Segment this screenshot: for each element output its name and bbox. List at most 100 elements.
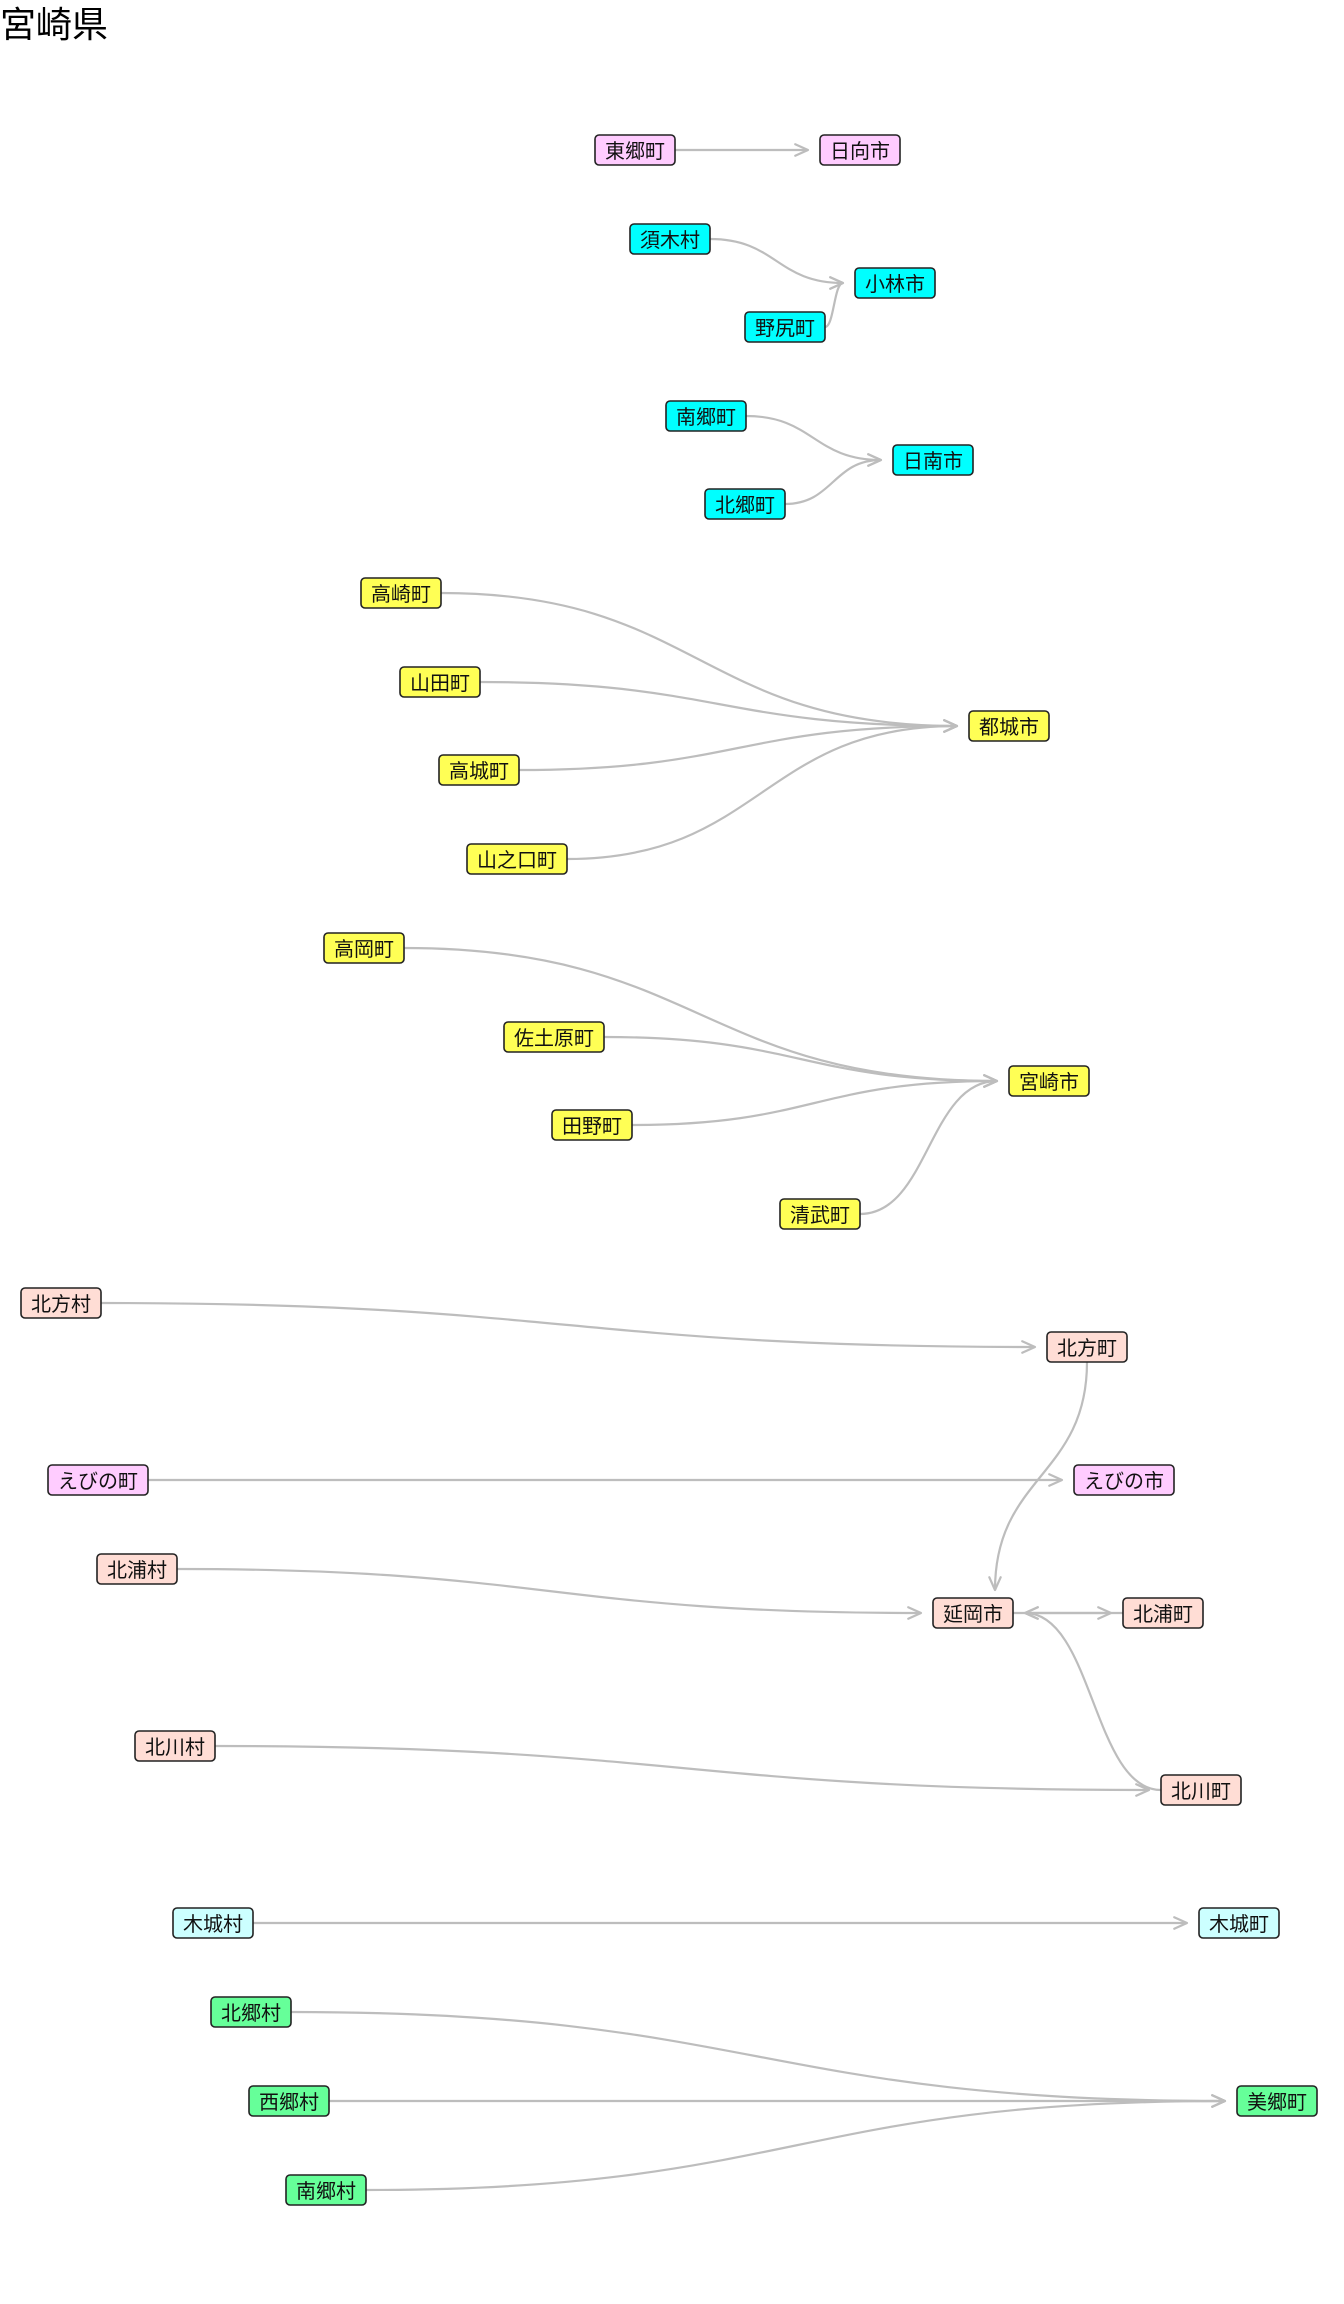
arrowhead [983, 1074, 999, 1088]
node-box [323, 932, 405, 964]
node-box [285, 2174, 367, 2206]
node-box [172, 1907, 254, 1939]
node-nango_v: 南郷村 [285, 2174, 367, 2206]
node-nojiri: 野尻町 [744, 311, 826, 343]
node-label: 木城町 [1209, 1912, 1269, 1936]
arrowhead [1048, 1473, 1064, 1487]
node-box [704, 488, 786, 520]
edge-kitagawa_t-to-nobeoka [1023, 1606, 1162, 1792]
node-takazaki: 高崎町 [360, 577, 442, 609]
node-box [1198, 1907, 1280, 1939]
node-box [892, 444, 974, 476]
edge-takajo-to-miyakonojo [518, 719, 959, 772]
arrowhead [988, 1576, 1002, 1592]
edge-kiyotake-to-miyazaki [859, 1074, 999, 1216]
edge-nojiri-to-kobayashi [824, 276, 845, 329]
arrowhead [1023, 1606, 1039, 1620]
edge-kitakata_t-to-nobeoka [988, 1361, 1089, 1592]
node-label: 都城市 [979, 715, 1039, 739]
node-box [1046, 1331, 1128, 1363]
node-kitago: 北郷町 [704, 488, 786, 520]
node-box [744, 311, 826, 343]
node-box [1160, 1774, 1242, 1806]
node-kitagawa_v: 北川村 [134, 1730, 216, 1762]
edge-kitakata_v-to-kitakata_t [100, 1301, 1037, 1354]
node-kitagawa_t: 北川町 [1160, 1774, 1242, 1806]
edge-ebino_t-to-ebino_c [147, 1473, 1064, 1487]
node-label: 南郷町 [676, 405, 736, 429]
node-saigo_v: 西郷村 [248, 2085, 330, 2117]
edge-yamanokuchi-to-miyakonojo [566, 719, 959, 861]
node-label: 小林市 [865, 272, 925, 296]
node-kitaura_v: 北浦村 [96, 1553, 178, 1585]
edge-yamada-to-miyakonojo [479, 680, 959, 733]
node-label: 北方町 [1057, 1336, 1117, 1360]
node-box [932, 1597, 1014, 1629]
node-label: 南郷村 [296, 2179, 356, 2203]
node-box [819, 134, 901, 166]
arrowhead [1135, 1783, 1151, 1797]
node-label: 北郷町 [715, 493, 775, 517]
node-box [360, 577, 442, 609]
node-label: えびの町 [58, 1469, 138, 1493]
node-label: 延岡市 [943, 1602, 1003, 1626]
edge-sadowara-to-miyazaki [603, 1035, 999, 1088]
node-label: 日南市 [903, 449, 963, 473]
node-box [96, 1553, 178, 1585]
node-label: 高岡町 [334, 937, 394, 961]
arrowhead [1021, 1340, 1037, 1354]
node-box [629, 223, 711, 255]
node-tano: 田野町 [551, 1109, 633, 1141]
node-box [594, 134, 676, 166]
node-label: 宮崎市 [1019, 1070, 1079, 1094]
node-box [1236, 2085, 1318, 2117]
edge-nango_v-to-misato [365, 2094, 1227, 2192]
node-box [1073, 1464, 1175, 1496]
node-nichinan: 日南市 [892, 444, 974, 476]
edge-kitago_v-to-misato [290, 2010, 1227, 2108]
edge-kitagawa_v-to-kitagawa_t [214, 1744, 1151, 1797]
node-yamanokuchi: 山之口町 [466, 843, 568, 875]
edge-suki-to-kobayashi [709, 237, 845, 290]
node-label: 北方村 [31, 1292, 91, 1316]
node-label: 北浦町 [1133, 1602, 1193, 1626]
node-takajo: 高城町 [438, 754, 520, 786]
node-misato: 美郷町 [1236, 2085, 1318, 2117]
node-ebino_t: えびの町 [47, 1464, 149, 1496]
edge-kijo_v-to-kijo_t [252, 1916, 1189, 1930]
node-box [466, 843, 568, 875]
node-yamada: 山田町 [399, 666, 481, 698]
node-box [968, 710, 1050, 742]
node-label: 北郷村 [221, 2001, 281, 2025]
edge-tano-to-miyazaki [631, 1074, 999, 1127]
node-box [1122, 1597, 1204, 1629]
node-box [399, 666, 481, 698]
arrowhead [1173, 1916, 1189, 1930]
node-box [134, 1730, 216, 1762]
node-label: えびの市 [1084, 1469, 1164, 1493]
node-ebino_c: えびの市 [1073, 1464, 1175, 1496]
node-box [551, 1109, 633, 1141]
node-label: 須木村 [640, 228, 700, 252]
node-box [47, 1464, 149, 1496]
node-label: 美郷町 [1247, 2090, 1307, 2114]
node-box [1008, 1065, 1090, 1097]
page-title: 宮崎県 [0, 5, 109, 46]
node-box [503, 1021, 605, 1053]
node-miyazaki: 宮崎市 [1008, 1065, 1090, 1097]
node-miyakonojo: 都城市 [968, 710, 1050, 742]
edge-takaoka-to-miyazaki [403, 946, 999, 1088]
node-sadowara: 佐土原町 [503, 1021, 605, 1053]
node-box [854, 267, 936, 299]
node-label: 東郷町 [605, 139, 665, 163]
node-label: 高城町 [449, 759, 509, 783]
arrowhead [907, 1606, 923, 1620]
node-kitago_v: 北郷村 [210, 1996, 292, 2028]
node-box [438, 754, 520, 786]
node-label: 高崎町 [371, 582, 431, 606]
edge-togo-to-hyuga [674, 143, 810, 157]
node-box [210, 1996, 292, 2028]
node-label: 清武町 [790, 1203, 850, 1227]
node-kitakata_t: 北方町 [1046, 1331, 1128, 1363]
